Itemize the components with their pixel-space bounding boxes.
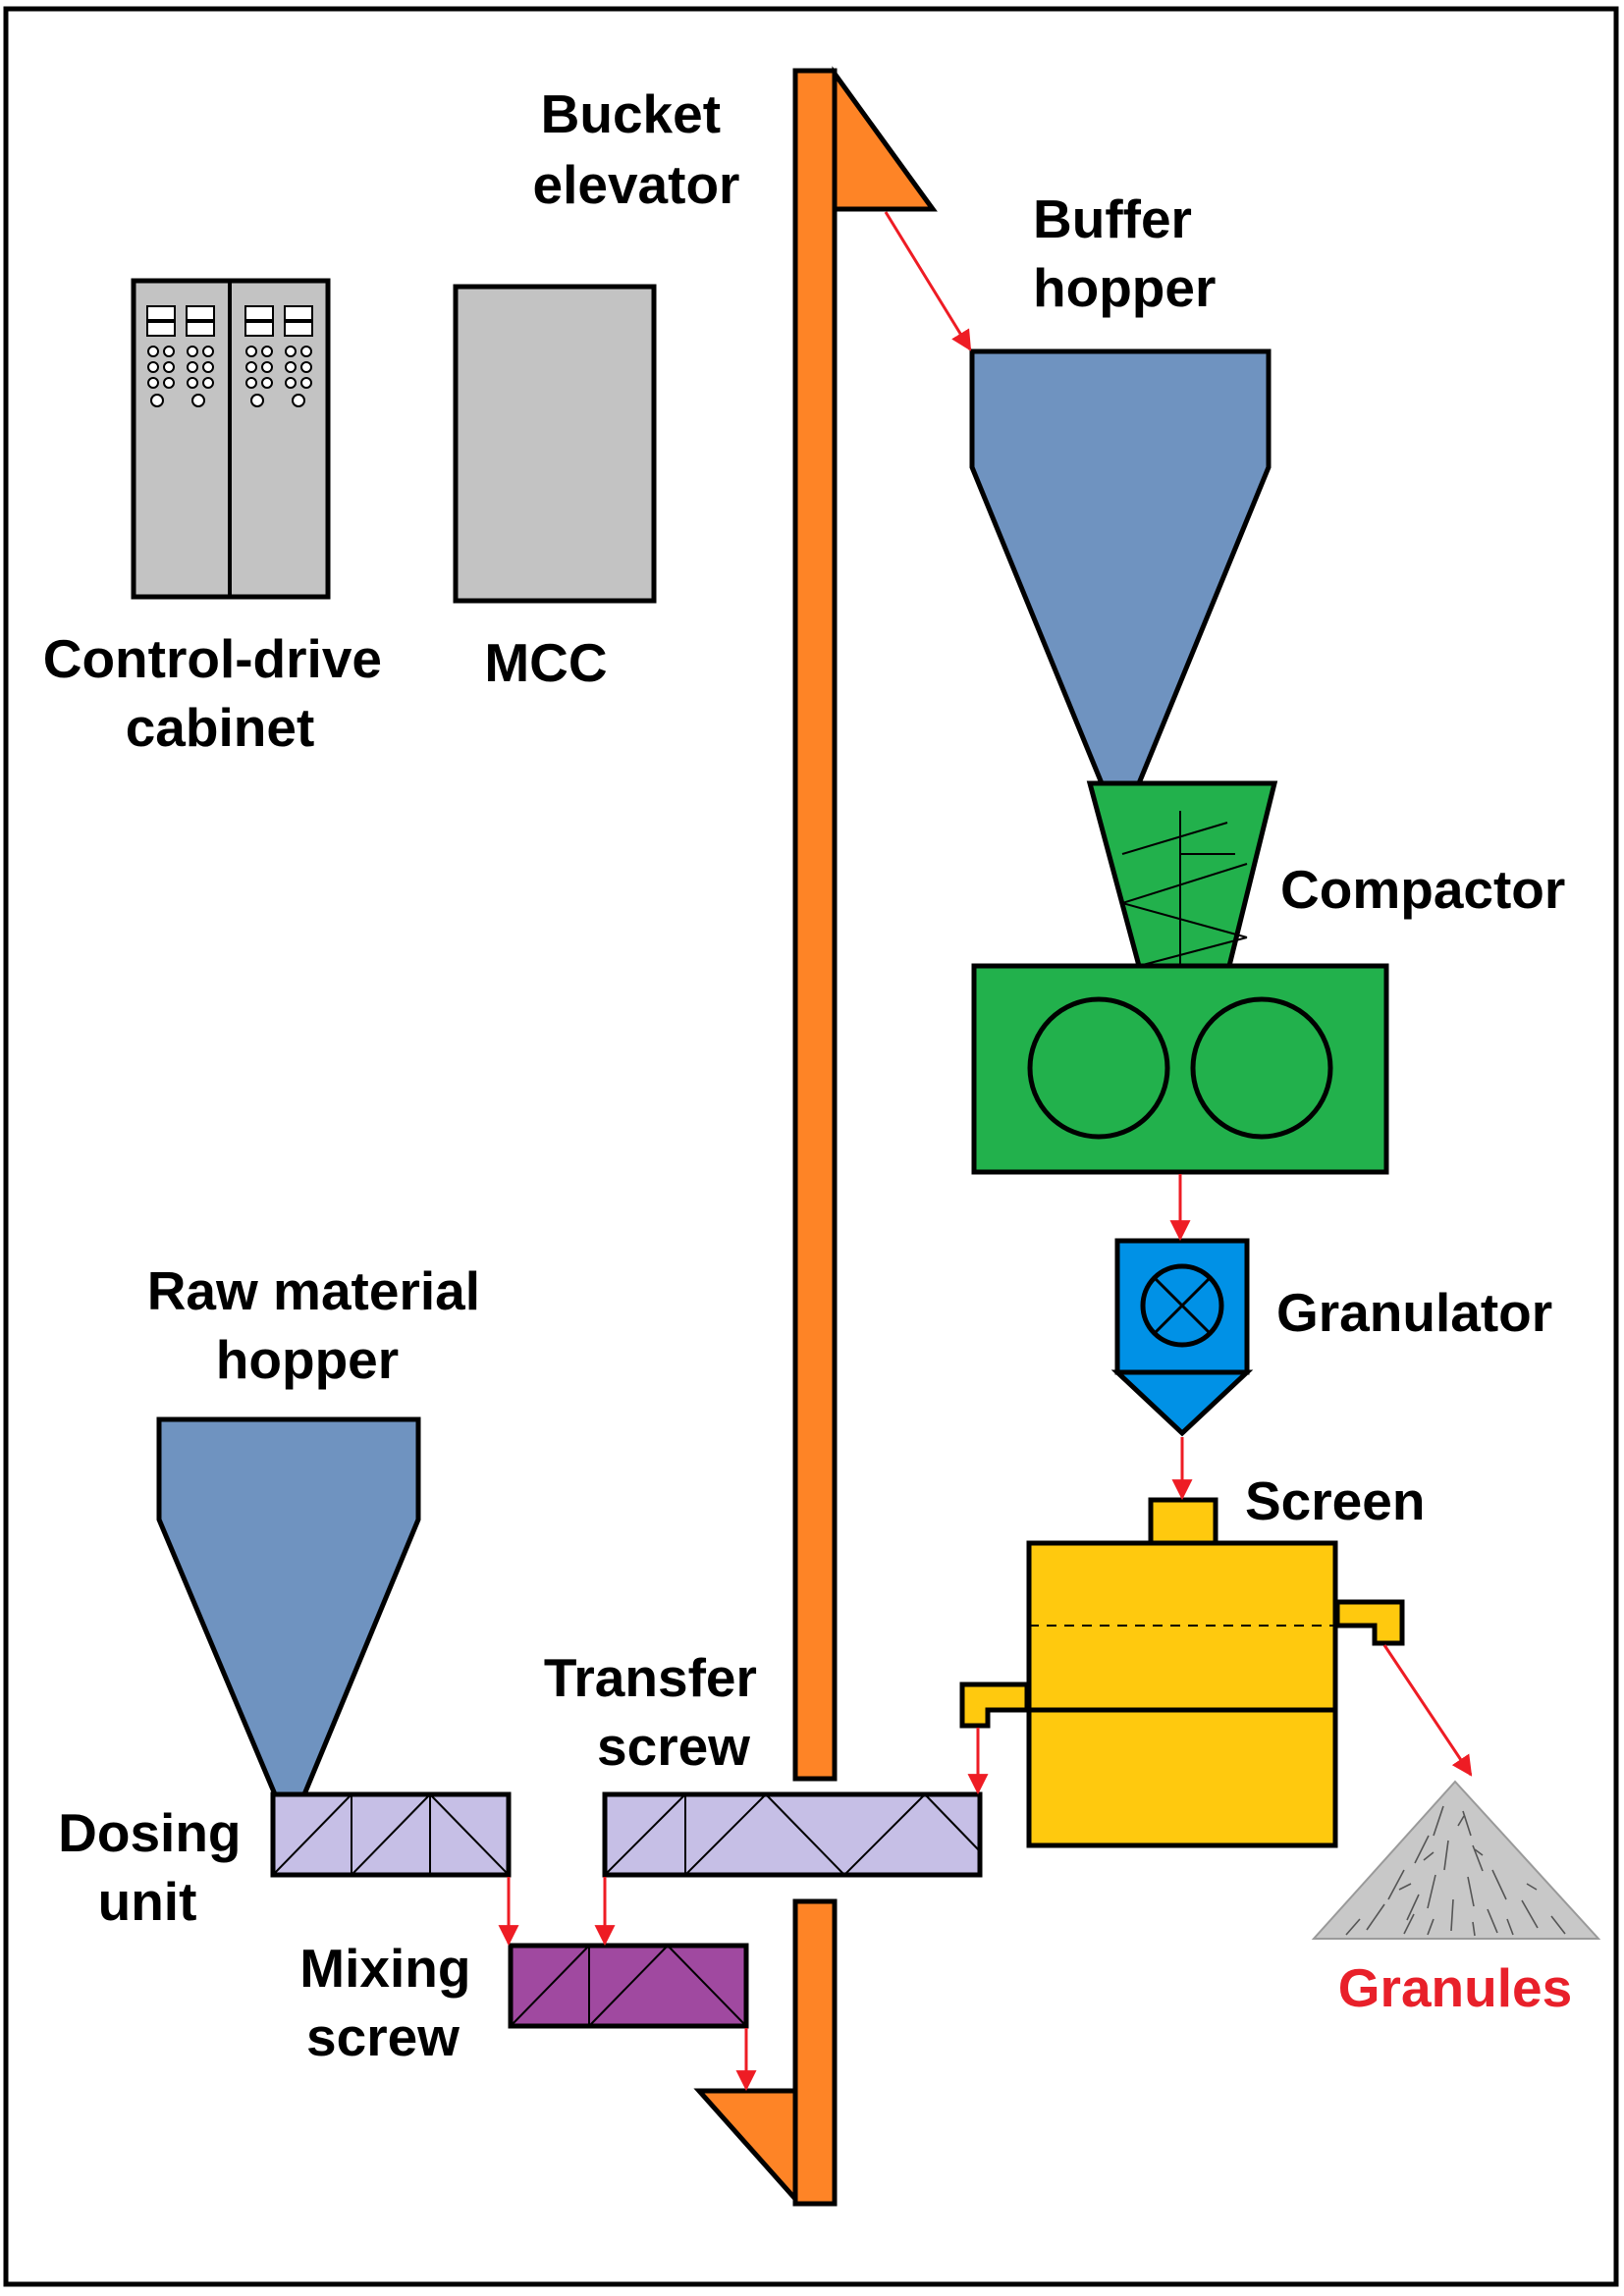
granules-label: Granules <box>1338 1957 1572 2018</box>
flow-arrow-screen-to-granules <box>1382 1644 1473 1777</box>
flow-arrow-elevator-to-buffer <box>884 211 972 351</box>
screen-return-outlet <box>959 1682 1030 1729</box>
granulator <box>1110 1238 1254 1437</box>
control-drive-cabinet <box>131 278 331 600</box>
elevator-head <box>832 66 938 212</box>
transfer-screw <box>602 1791 983 1878</box>
elevator-upper-column <box>792 68 838 1782</box>
screen-product-outlet <box>1334 1599 1405 1646</box>
mcc-cabinet <box>453 284 657 604</box>
screen-body <box>1026 1540 1338 1848</box>
granulator-label: Granulator <box>1276 1282 1552 1343</box>
dosing-unit-label: Dosing unit <box>58 1802 256 1932</box>
bucket-elevator <box>693 66 938 2207</box>
mcc-label: MCC <box>484 632 607 693</box>
transfer-screw-label: Transfer screw <box>544 1647 772 1777</box>
compactor-roll-right <box>1190 996 1333 1140</box>
raw-hopper-label: Raw material hopper <box>147 1260 496 1390</box>
bucket-elevator-label: Bucket elevator <box>533 83 740 215</box>
elevator-lower-column <box>792 1898 838 2207</box>
mixing-screw <box>508 1943 749 2029</box>
dosing-unit <box>270 1791 512 1878</box>
compactor-roll-left <box>1027 996 1170 1140</box>
screen-inlet <box>1148 1497 1218 1546</box>
mixing-screw-label: Mixing screw <box>299 1938 485 2067</box>
screen <box>959 1497 1405 1848</box>
flow-arrows <box>498 211 1473 2092</box>
compactor-label: Compactor <box>1280 859 1565 920</box>
cabinet-indicators <box>146 305 313 407</box>
screen-label: Screen <box>1245 1470 1425 1531</box>
granules-pile <box>1311 1780 1601 1940</box>
compactor <box>971 780 1389 1175</box>
buffer-hopper-label: Buffer hopper <box>1033 188 1216 318</box>
control-cabinet-label: Control-drive cabinet <box>43 628 398 758</box>
feed-screw-lines <box>1121 811 1248 967</box>
granulator-outlet <box>1110 1369 1254 1437</box>
